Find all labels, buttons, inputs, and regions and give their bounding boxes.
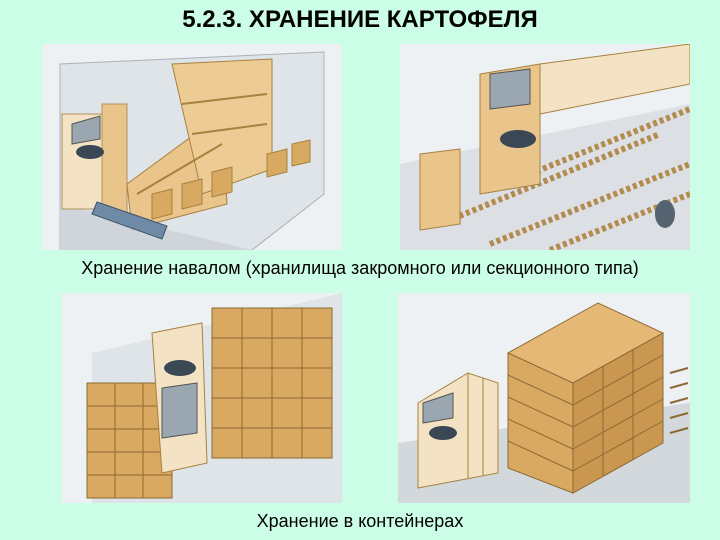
- caption-container-storage: Хранение в контейнерах: [256, 511, 464, 531]
- illustration-section-storage: [400, 44, 690, 250]
- illustration-bulk-bins: [42, 44, 342, 250]
- caption-bulk-storage: Хранение навалом (хранилища закромного и…: [81, 258, 639, 278]
- illustration-container-stacks: [62, 293, 342, 503]
- slide-title: 5.2.3. ХРАНЕНИЕ КАРТОФЕЛЯ: [182, 6, 538, 33]
- illustration-container-block: [398, 293, 690, 503]
